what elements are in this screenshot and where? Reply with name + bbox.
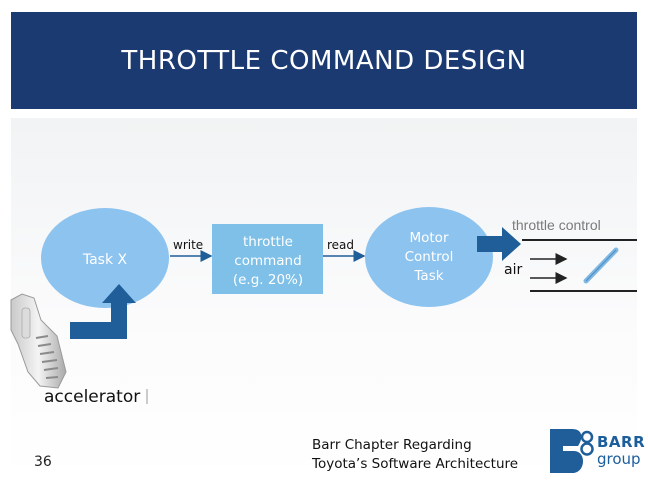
accelerator-label: accelerator (44, 387, 140, 407)
barr-group-logo-mark (550, 429, 594, 473)
accelerator-pedal-image (10, 293, 67, 389)
footer-line-1: Barr Chapter Regarding (312, 437, 472, 453)
air-label: air (504, 262, 522, 278)
task-x-label: Task X (82, 252, 128, 268)
throttle-valve-axis (585, 249, 617, 282)
motor-line-3: Task (413, 268, 443, 284)
slide-title: THROTTLE COMMAND DESIGN (121, 45, 527, 76)
write-label: write (173, 238, 203, 252)
command-line-2: command (234, 253, 301, 269)
throttle-control-label: throttle control (512, 217, 601, 233)
accelerator-block-arrow (70, 284, 136, 339)
logo-wordmark: BARR group (597, 434, 645, 468)
motor-line-2: Control (405, 249, 454, 265)
footer-caption: Barr Chapter Regarding Toyota’s Software… (312, 436, 518, 474)
title-bar: THROTTLE COMMAND DESIGN (11, 12, 637, 109)
page-number: 36 (34, 454, 52, 470)
task-x-ellipse (41, 208, 169, 308)
read-label: read (327, 238, 354, 252)
logo-group: group (597, 450, 641, 468)
command-line-1: throttle (243, 234, 293, 250)
command-line-3: (e.g. 20%) (233, 272, 303, 288)
logo-barr: BARR (597, 433, 646, 451)
throttle-command-box (212, 224, 323, 294)
throttle-block-arrow (477, 227, 521, 261)
motor-line-1: Motor (409, 230, 448, 246)
footer-line-2: Toyota’s Software Architecture (312, 456, 519, 472)
motor-control-ellipse (365, 207, 493, 307)
